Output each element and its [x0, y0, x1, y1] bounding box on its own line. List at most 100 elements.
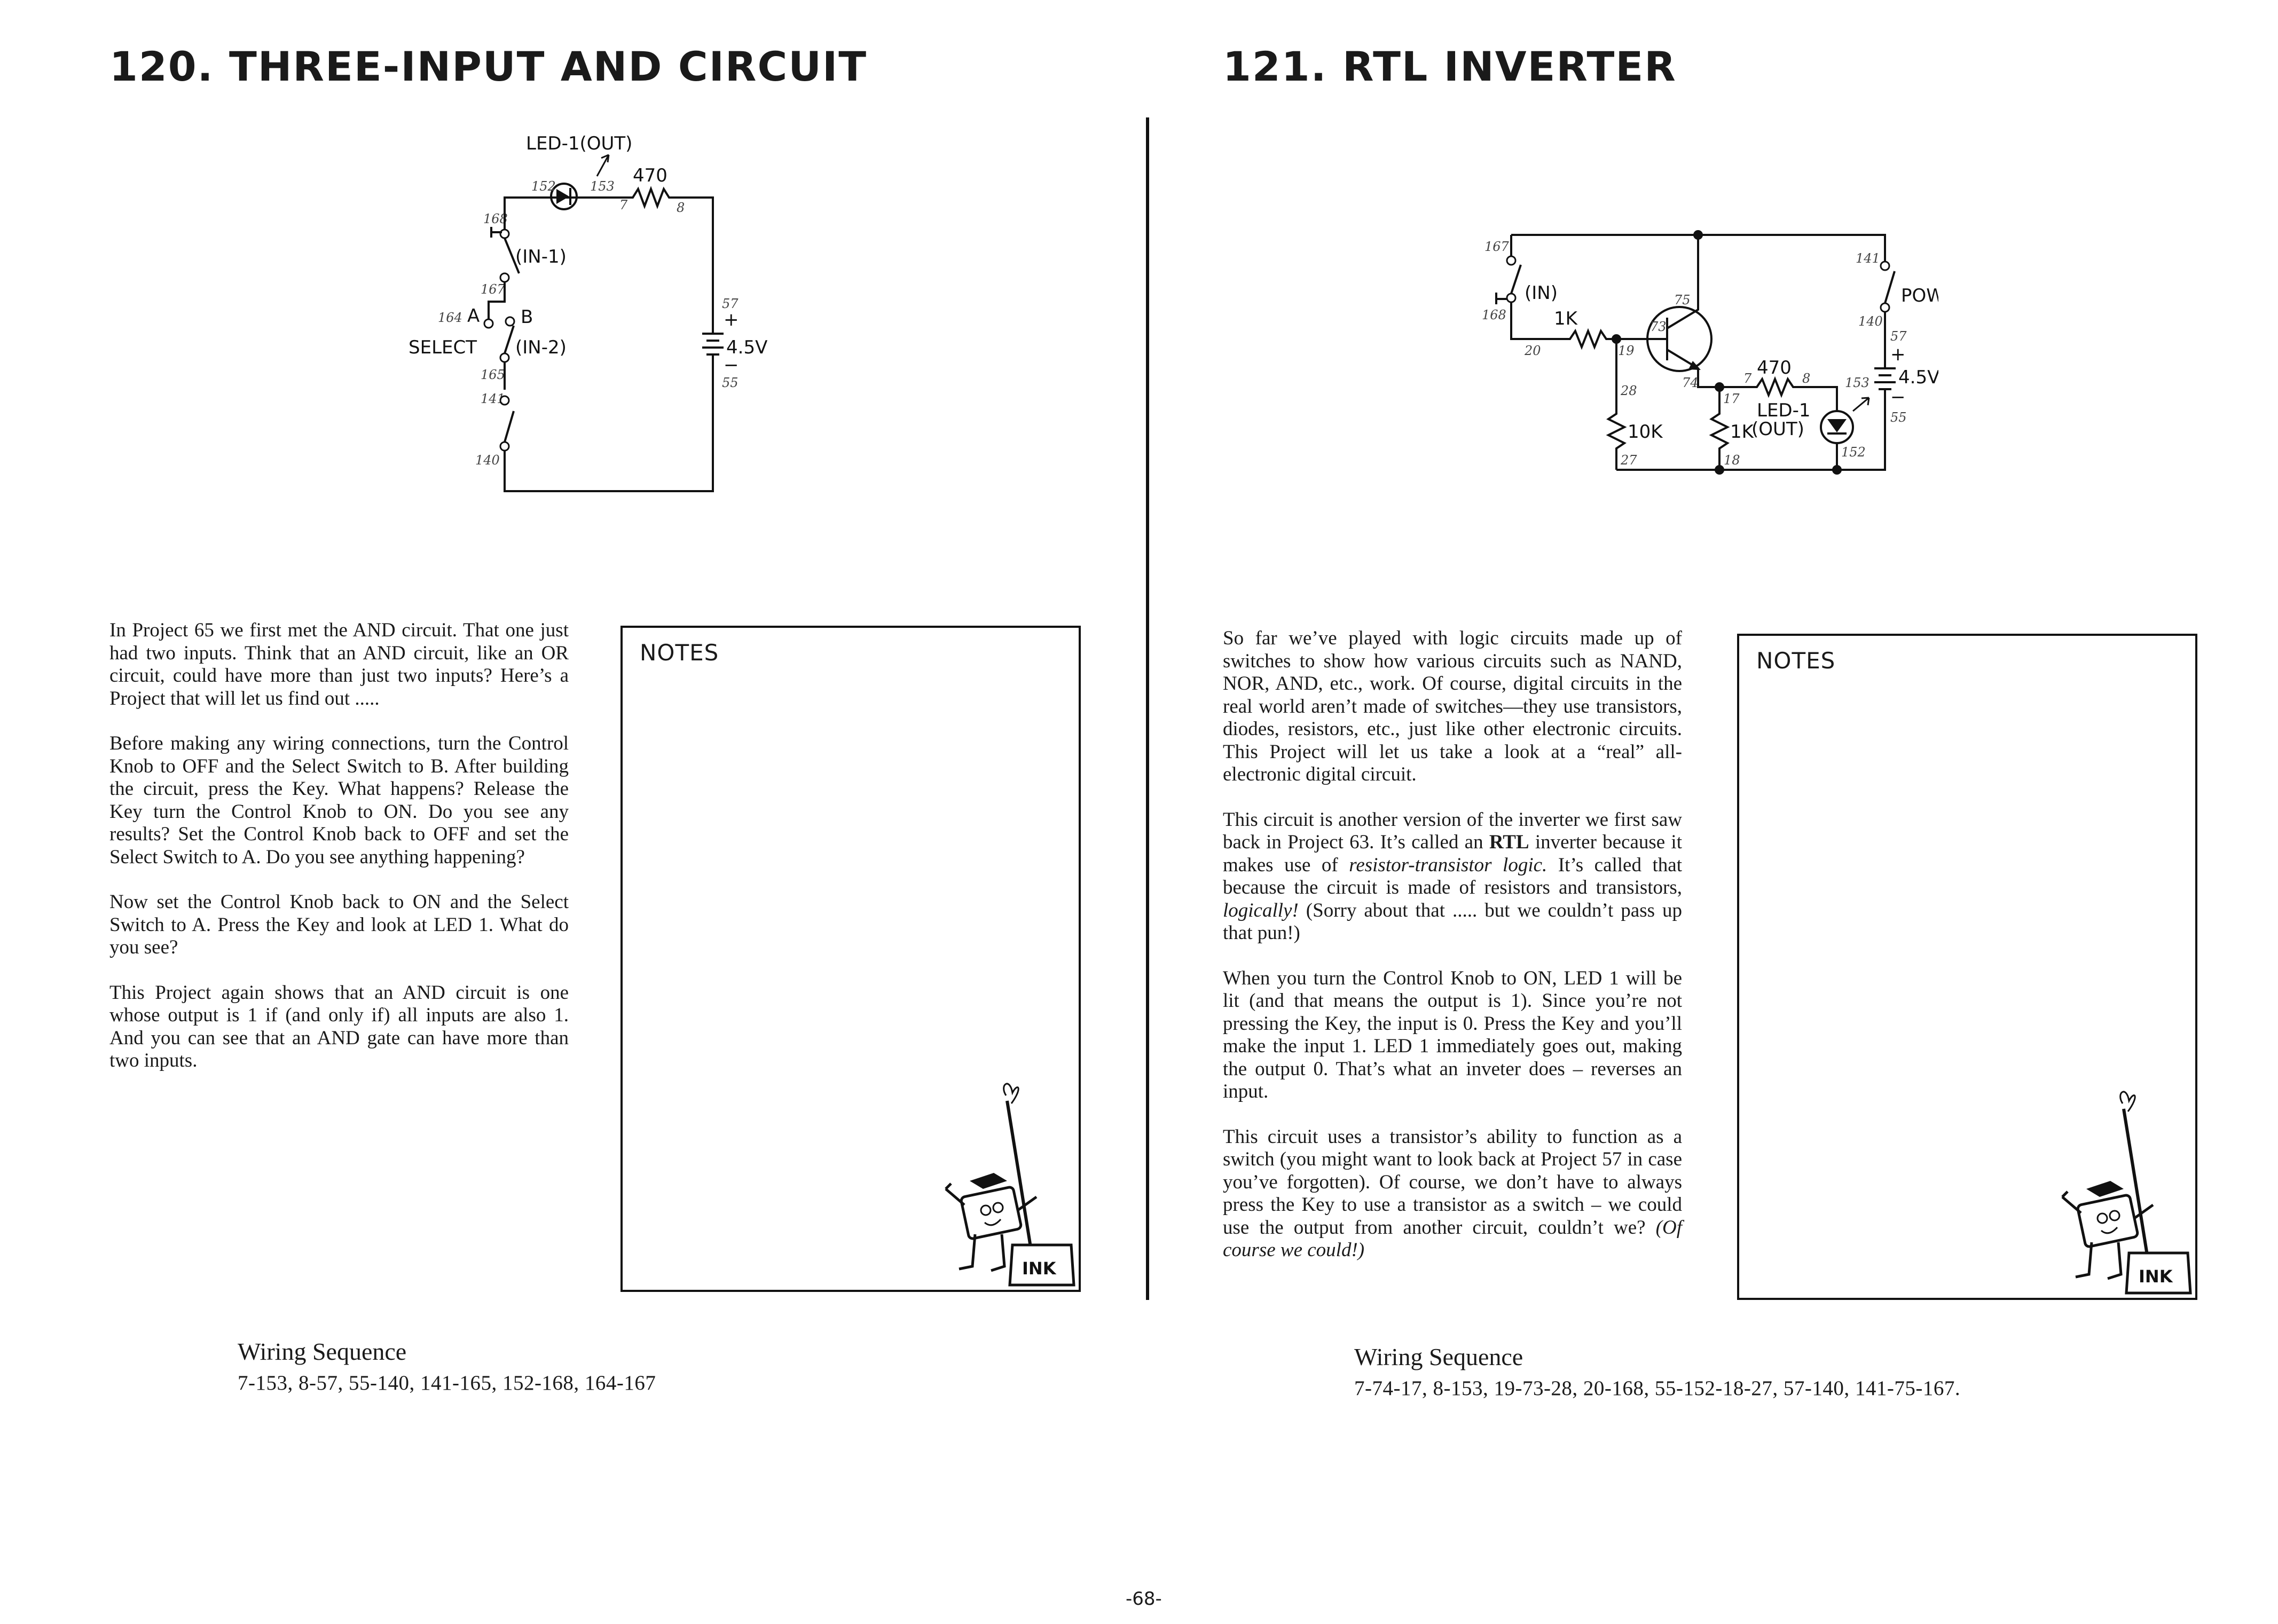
project-120-title: 120. THREE-INPUT AND CIRCUIT — [109, 43, 868, 90]
node-7: 7 — [619, 198, 628, 212]
led-symbol — [1827, 419, 1847, 432]
paragraph: This circuit uses a transistor’s ability… — [1223, 1126, 1682, 1262]
r-in-label: 1K — [1554, 308, 1578, 329]
wiring-sequence-text: 7-153, 8-57, 55-140, 141-165, 152-168, 1… — [238, 1371, 656, 1394]
r-led-label: 470 — [1757, 357, 1792, 379]
paragraph: In Project 65 we first met the AND circu… — [109, 619, 569, 709]
out-label: (OUT) — [1751, 419, 1804, 440]
node-28: 28 — [1620, 383, 1637, 398]
ink-mascot-icon: INK — [2061, 1091, 2192, 1295]
wiring-sequence-text: 7-74-17, 8-153, 19-73-28, 20-168, 55-152… — [1354, 1377, 1961, 1400]
node-152: 152 — [1841, 445, 1866, 460]
switch-lever — [504, 411, 515, 443]
resistor-1k-input — [1510, 302, 1642, 350]
paragraph: Before making any wiring connections, tu… — [109, 732, 569, 868]
node-57: 57 — [1890, 329, 1907, 344]
key-switch-lever — [1510, 264, 1522, 294]
node-73: 73 — [1650, 319, 1667, 334]
italic-text: (Of course we could!) — [1223, 1216, 1682, 1262]
project-121-body: So far we’ve played with logic circuits … — [1223, 627, 1682, 1284]
node-74: 74 — [1682, 375, 1699, 390]
resistor-470 — [577, 186, 714, 296]
battery-voltage-label: 4.5V — [726, 337, 767, 358]
in-1-label: (IN-1) — [515, 246, 567, 267]
select-label: SELECT — [409, 337, 477, 358]
ink-mascot-icon: INK — [945, 1083, 1075, 1287]
power-switch-lever — [1884, 271, 1896, 304]
text-run: inverter because it makes use of — [1223, 831, 1682, 876]
node-152: 152 — [531, 179, 556, 194]
node-55: 55 — [722, 375, 739, 390]
node-8: 8 — [1802, 371, 1810, 386]
node-57: 57 — [722, 296, 739, 311]
node-164: 164 — [438, 310, 462, 325]
notes-box-left: NOTES INK — [620, 626, 1081, 1292]
battery-minus: − — [724, 354, 739, 376]
three-input-and-circuit-diagram: LED-1(OUT) 470 152 153 7 8 168 (IN-1) 16… — [409, 133, 767, 492]
text-run: (Sorry about that ..... but we couldn’t … — [1223, 899, 1682, 944]
node-167: 167 — [1484, 239, 1510, 254]
wiring-sequence-title: Wiring Sequence — [1354, 1343, 1523, 1370]
battery-icon — [702, 296, 724, 371]
notes-box-right: NOTES INK — [1737, 634, 2197, 1300]
paragraph: This Project again shows that an AND cir… — [109, 981, 569, 1072]
battery-voltage-label: 4.5V — [1898, 367, 1938, 388]
in-2-label: (IN-2) — [515, 337, 567, 358]
resistor-1k-collector — [1709, 387, 1730, 470]
resistor-470 — [1719, 376, 1838, 400]
node-153: 153 — [590, 179, 615, 194]
node-140: 140 — [475, 453, 500, 468]
text-run: This circuit uses a transistor’s ability… — [1223, 1125, 1682, 1239]
wiring-sequence-left: Wiring Sequence 7-153, 8-57, 55-140, 141… — [238, 1337, 656, 1395]
paragraph: When you turn the Control Knob to ON, LE… — [1223, 967, 1682, 1103]
text-run: It’s called that because the circuit is … — [1223, 854, 1683, 899]
resistor-10k — [1606, 339, 1627, 470]
node-55: 55 — [1890, 410, 1907, 425]
battery-plus: + — [724, 309, 739, 330]
battery-plus: + — [1890, 344, 1906, 365]
text-run: When you turn the Control Knob to ON, LE… — [1223, 967, 1682, 1103]
node-140: 140 — [1858, 314, 1883, 329]
ink-bottle-label: INK — [2139, 1266, 2173, 1287]
paragraph: So far we’ve played with logic circuits … — [1223, 627, 1682, 786]
node-168: 168 — [1482, 308, 1506, 322]
battery-icon — [1874, 312, 1896, 427]
node-17: 17 — [1723, 391, 1740, 406]
led-label: LED-1 — [1757, 400, 1811, 421]
node-19: 19 — [1618, 343, 1635, 358]
text-run: This circuit is another version of the i… — [1223, 808, 1682, 854]
key-switch-icon — [490, 227, 502, 238]
italic-text: resistor-transistor logic. — [1349, 854, 1548, 876]
node-7: 7 — [1743, 371, 1752, 386]
battery-minus: − — [1890, 387, 1906, 408]
led-1-out-label: LED-1(OUT) — [526, 133, 632, 154]
in-label: (IN) — [1525, 282, 1558, 304]
key-switch-icon — [1495, 293, 1507, 304]
node-153: 153 — [1845, 375, 1869, 390]
project-121-title: 121. RTL INVERTER — [1223, 43, 1677, 90]
bold-text: RTL — [1489, 831, 1529, 853]
select-b-label: B — [521, 306, 533, 328]
project-120-body: In Project 65 we first met the AND circu… — [109, 619, 569, 1095]
r-base-label: 10K — [1628, 421, 1663, 443]
power-label: POWER — [1901, 285, 1938, 306]
select-switch-lever — [504, 325, 515, 354]
select-a-label: A — [467, 305, 480, 327]
ink-bottle-label: INK — [1022, 1258, 1057, 1279]
node-18: 18 — [1724, 453, 1740, 468]
node-165: 165 — [481, 367, 505, 382]
italic-text: logically! — [1223, 899, 1299, 921]
paragraph: Now set the Control Knob back to ON and … — [109, 891, 569, 958]
node-27: 27 — [1620, 453, 1637, 468]
rtl-inverter-circuit-diagram: 167 (IN) 168 1K 20 19 73 75 74 28 10K 27… — [1482, 230, 1938, 475]
node-167: 167 — [481, 282, 506, 297]
node-20: 20 — [1524, 343, 1541, 358]
text-run: So far we’ve played with logic circuits … — [1223, 627, 1682, 785]
node-75: 75 — [1674, 293, 1691, 308]
led-symbol — [556, 189, 569, 204]
page-number: -68- — [1126, 1588, 1162, 1610]
resistor-470-label: 470 — [633, 165, 667, 186]
notes-label: NOTES — [640, 640, 719, 666]
wiring-sequence-title: Wiring Sequence — [238, 1338, 407, 1365]
wiring-sequence-right: Wiring Sequence 7-74-17, 8-153, 19-73-28… — [1354, 1343, 1960, 1400]
